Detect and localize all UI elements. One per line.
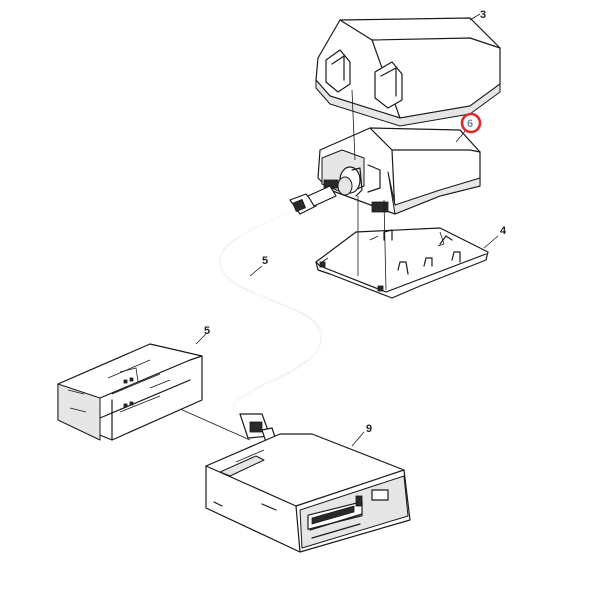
- callout-3-label: 3: [480, 9, 486, 21]
- part-4-bracket: [315, 227, 489, 299]
- callout-5-cable: 5: [249, 255, 268, 277]
- highlight-ring: [460, 112, 482, 134]
- part-6-unit: [317, 127, 481, 215]
- callout-4-label: 4: [500, 225, 507, 237]
- callout-6[interactable]: 6: [455, 112, 482, 143]
- part-9-tachograph: [205, 433, 411, 553]
- part-5-cable: [219, 185, 337, 443]
- part-5-cage: [57, 343, 203, 441]
- callout-6-label: 6: [467, 118, 473, 130]
- callout-3: 3: [469, 9, 486, 21]
- callout-9: 9: [351, 423, 372, 447]
- callout-5-cage: 5: [195, 325, 210, 345]
- callout-9-label: 9: [366, 423, 372, 435]
- callout-5a-label: 5: [262, 255, 268, 267]
- callout-4: 4: [483, 225, 507, 249]
- part-3-cover: [315, 17, 501, 127]
- callout-5b-label: 5: [204, 325, 210, 337]
